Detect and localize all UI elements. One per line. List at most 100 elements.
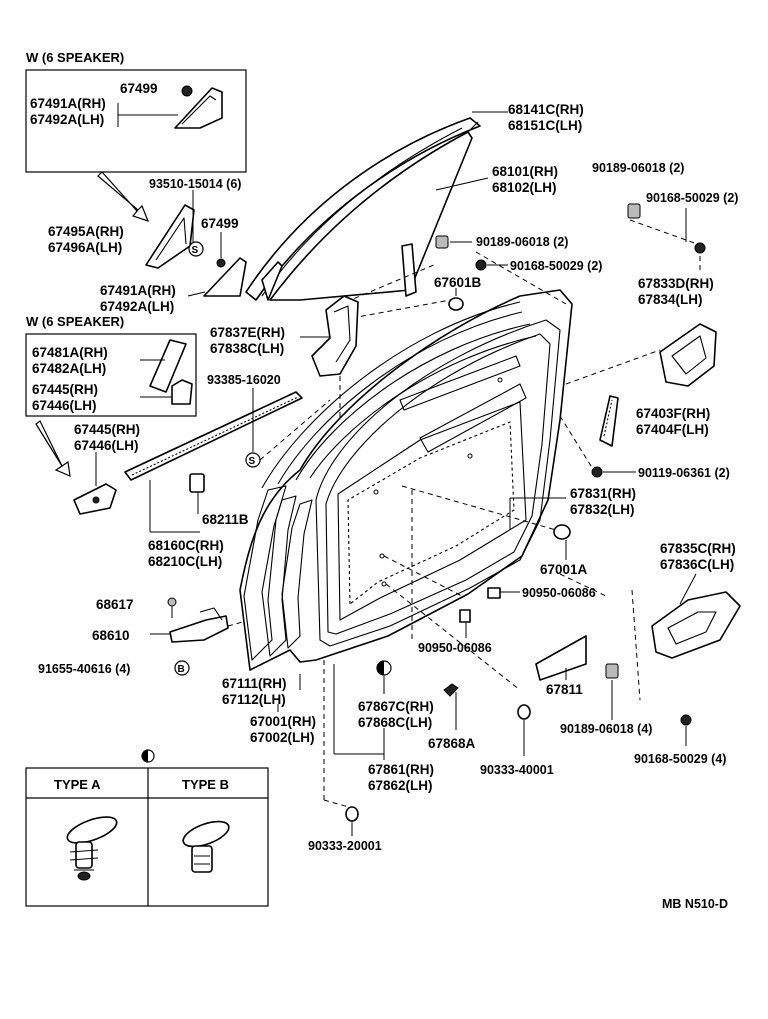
right-side-parts bbox=[459, 203, 741, 746]
label-67404f: 67404F(LH) bbox=[636, 422, 709, 437]
diagram-code: MB N510-D bbox=[662, 897, 728, 911]
dashed-leaders bbox=[323, 219, 701, 809]
label-90119: 90119-06361 (2) bbox=[638, 466, 730, 480]
inset-6-speaker-top: W (6 SPEAKER) bbox=[25, 50, 247, 173]
label-90168-top-right: 90168-50029 (2) bbox=[646, 191, 738, 205]
glass-run-channel bbox=[245, 117, 481, 301]
label-67001a: 67001A bbox=[540, 562, 588, 577]
label-90950-left: 90950-06086 bbox=[418, 641, 492, 655]
label-67112: 67112(LH) bbox=[222, 692, 286, 707]
bolt-90119 bbox=[591, 466, 603, 478]
rear-run-part bbox=[401, 243, 417, 297]
label-67001: 67001(RH) bbox=[250, 714, 316, 729]
label-67499-top: 67499 bbox=[120, 81, 158, 96]
type-b-clip-drawing bbox=[182, 820, 230, 873]
label-67867c: 67867C(RH) bbox=[358, 699, 434, 714]
label-68102: 68102(LH) bbox=[492, 180, 557, 195]
label-90189-mid: 90189-06018 (2) bbox=[476, 235, 568, 249]
label-90189-top-right: 90189-06018 (2) bbox=[592, 161, 684, 175]
speaker-trim-67481-part bbox=[149, 339, 187, 393]
svg-text:S: S bbox=[192, 245, 199, 256]
inset-title-top: W (6 SPEAKER) bbox=[26, 50, 124, 65]
screw-s-symbol-1 bbox=[188, 241, 204, 257]
inner-panel bbox=[337, 401, 527, 621]
screw-93385: S bbox=[245, 388, 331, 468]
label-67446-lower: 67446(LH) bbox=[74, 438, 139, 453]
clip-67499-top bbox=[181, 85, 193, 97]
clip-90168-upper bbox=[475, 259, 487, 271]
label-67495a: 67495A(RH) bbox=[48, 224, 124, 239]
plug-90333-40001 bbox=[517, 704, 531, 720]
sheet-67811 bbox=[535, 635, 587, 681]
label-67111: 67111(RH) bbox=[222, 676, 287, 691]
label-67868c: 67868C(LH) bbox=[358, 715, 432, 730]
label-90168-lower: 90168-50029 (4) bbox=[634, 752, 726, 766]
label-90189-lower: 90189-06018 (4) bbox=[560, 722, 652, 736]
handle-67835c bbox=[651, 591, 741, 659]
label-67482a: 67482A(LH) bbox=[32, 361, 106, 376]
clip-90168-lower bbox=[680, 714, 692, 726]
label-67868a: 67868A bbox=[428, 736, 476, 751]
bolt-68617-part bbox=[167, 597, 177, 607]
pin-67868a bbox=[443, 683, 459, 697]
label-68210c: 68210C(LH) bbox=[148, 554, 222, 569]
weatherstrip-67861 bbox=[315, 319, 561, 647]
clips-upper-middle bbox=[345, 235, 508, 319]
label-67862: 67862(LH) bbox=[368, 778, 433, 793]
bottom-middle-parts bbox=[333, 660, 531, 836]
label-67481a: 67481A(RH) bbox=[32, 345, 108, 360]
label-90333-20001: 90333-20001 bbox=[308, 839, 382, 853]
label-93385: 93385-16020 bbox=[207, 373, 281, 387]
label-68211b: 68211B bbox=[202, 512, 249, 527]
trim-67491a-part bbox=[203, 257, 247, 297]
tweeter-cover-grille bbox=[181, 95, 217, 125]
clip-90189-upper bbox=[435, 235, 449, 249]
label-90333-40001: 90333-40001 bbox=[480, 763, 554, 777]
hinge-68610: B bbox=[150, 597, 251, 676]
label-67002: 67002(LH) bbox=[250, 730, 315, 745]
inset-frame-top bbox=[25, 69, 247, 173]
label-68617: 68617 bbox=[96, 597, 134, 612]
type-a-header: TYPE A bbox=[54, 777, 101, 792]
plug-90950-right bbox=[487, 587, 501, 599]
label-67835c: 67835C(RH) bbox=[660, 541, 736, 556]
clip-67601b bbox=[448, 297, 464, 311]
plug-90333-20001 bbox=[345, 806, 359, 822]
clip-67499-b bbox=[216, 258, 226, 268]
label-67496a: 67496A(LH) bbox=[48, 240, 122, 255]
part-68211b bbox=[189, 473, 205, 514]
label-67861: 67861(RH) bbox=[368, 762, 434, 777]
channel-67403f bbox=[599, 395, 619, 447]
label-67837e: 67837E(RH) bbox=[210, 325, 285, 340]
label-67831: 67831(RH) bbox=[570, 486, 636, 501]
speaker-panel-inner bbox=[155, 217, 187, 261]
type-table: TYPE A TYPE B bbox=[25, 749, 269, 907]
bolt-b-symbol bbox=[174, 660, 190, 676]
arrow-top-inset bbox=[97, 171, 150, 222]
speaker-panel-part bbox=[145, 204, 195, 269]
label-67499-mid: 67499 bbox=[201, 216, 239, 231]
type-b-header: TYPE B bbox=[182, 777, 229, 792]
label-67403f: 67403F(RH) bbox=[636, 406, 710, 421]
arrow-mid-inset bbox=[35, 420, 71, 477]
label-68151c: 68151C(LH) bbox=[508, 118, 582, 133]
label-67838c: 67838C(LH) bbox=[210, 341, 284, 356]
label-93510: 93510-15014 (6) bbox=[149, 177, 241, 191]
label-68160c: 68160C(RH) bbox=[148, 538, 224, 553]
handle-bezel-67833d bbox=[659, 323, 717, 387]
type-table-frame bbox=[25, 767, 269, 907]
svg-text:S: S bbox=[249, 456, 256, 467]
pad-67445-part bbox=[171, 379, 193, 405]
label-67491a-mid: 67491A(RH) bbox=[100, 283, 176, 298]
cap-67001a bbox=[553, 524, 571, 540]
label-67834: 67834(LH) bbox=[638, 292, 703, 307]
pad-67445-lower bbox=[73, 452, 117, 515]
window-glass-assembly bbox=[245, 111, 508, 301]
label-67445-inset: 67445(RH) bbox=[32, 382, 98, 397]
clip-90189-right bbox=[627, 203, 641, 219]
label-90168-mid: 90168-50029 (2) bbox=[510, 259, 602, 273]
clip-90189-lower bbox=[605, 663, 619, 679]
label-67836c: 67836C(LH) bbox=[660, 557, 734, 572]
